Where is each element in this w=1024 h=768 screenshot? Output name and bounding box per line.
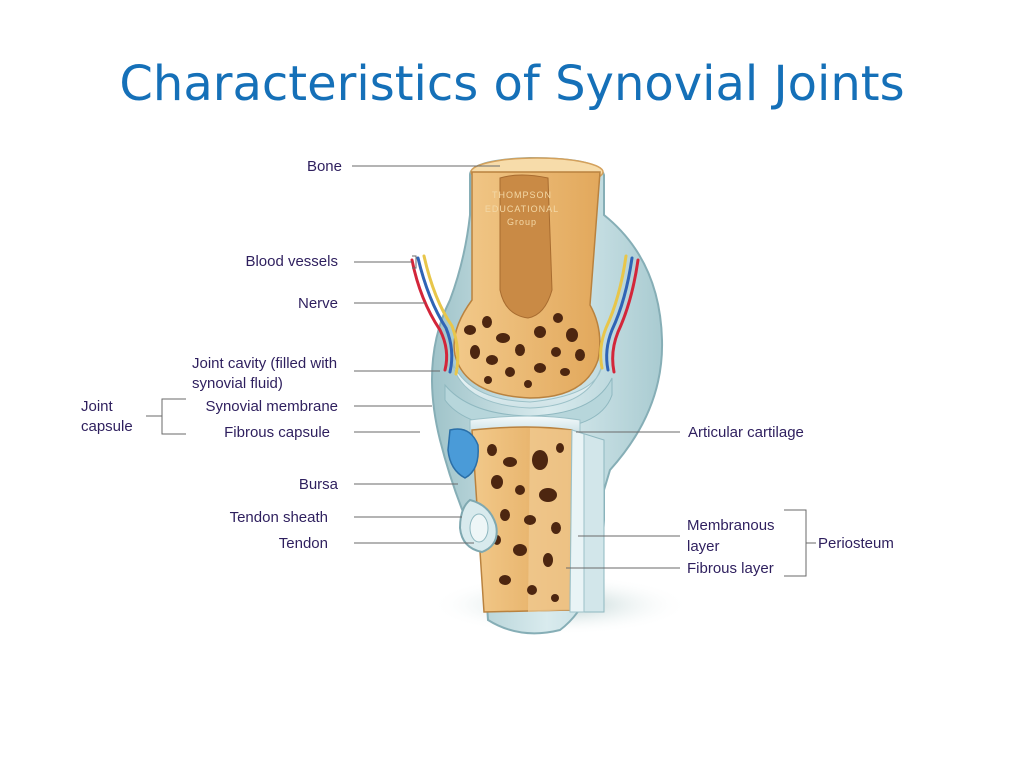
tendon — [469, 513, 489, 543]
label-periosteum: Periosteum — [818, 535, 894, 552]
label-joint-capsule-line1: Joint — [81, 398, 114, 415]
label-membranous-layer-line1: Membranous — [687, 517, 775, 534]
label-joint-cavity-line2: synovial fluid) — [192, 375, 283, 392]
watermark-line1: THOMPSON — [492, 190, 552, 200]
bursa — [447, 428, 479, 479]
right-blood-vessels — [599, 254, 640, 374]
slide-title: Characteristics of Synovial Joints — [119, 56, 905, 112]
label-bone: Bone — [307, 158, 342, 175]
left-blood-vessels — [410, 254, 460, 376]
upper-spongy-bone — [464, 313, 585, 388]
label-membranous-layer-line2: layer — [687, 538, 720, 555]
watermark-line2: EDUCATIONAL — [485, 204, 559, 214]
label-joint-capsule-line2: capsule — [81, 418, 133, 435]
label-synovial-membrane: Synovial membrane — [205, 398, 338, 415]
watermark-line3: Group — [507, 217, 537, 227]
label-fibrous-capsule: Fibrous capsule — [224, 424, 330, 441]
label-articular-cartilage: Articular cartilage — [688, 424, 804, 441]
label-bursa: Bursa — [299, 476, 339, 493]
label-fibrous-layer: Fibrous layer — [687, 560, 774, 577]
label-tendon-sheath: Tendon sheath — [230, 509, 328, 526]
label-blood-vessels: Blood vessels — [245, 253, 338, 270]
medullary-cavity — [499, 174, 553, 319]
label-tendon: Tendon — [279, 535, 328, 552]
leader-lines — [146, 165, 816, 577]
lower-bone-cutface — [528, 428, 572, 612]
label-joint-cavity-line1: Joint cavity (filled with — [192, 355, 337, 372]
periosteum-membranous-layer — [569, 429, 585, 613]
label-nerve: Nerve — [298, 295, 338, 312]
